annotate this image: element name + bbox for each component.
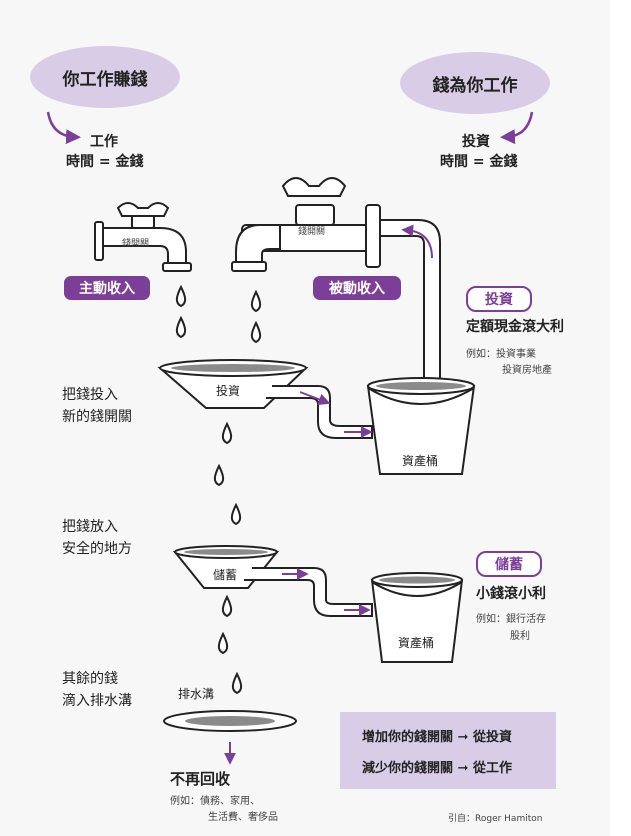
savings-side-label-1: 把錢放入 [62, 519, 118, 535]
passive-income-tag: 被動收入 [313, 276, 401, 300]
curved-arrow-right [500, 111, 534, 145]
invest-bucket-label: 資產桶 [402, 454, 439, 468]
invest-bucket [366, 377, 476, 475]
drops-right [250, 289, 262, 344]
return-pipe [379, 219, 441, 383]
drain-example-2: 生活費、奢侈品 [208, 812, 278, 823]
you-work-note-1: 工作 [90, 134, 118, 150]
invest-pipe-arrow-1 [299, 391, 331, 406]
summary-box: 增加你的錢開關 ➞ 從投資 減少你的錢開關 ➞ 從工作 [340, 712, 556, 789]
curved-arrow-left [46, 111, 81, 145]
drain-side-label-2: 滴入排水溝 [62, 693, 132, 709]
savings-tag: 儲蓄 [476, 551, 542, 577]
drops-middle [213, 421, 242, 526]
invest-bowl-label: 投資 [216, 384, 241, 398]
savings-bucket-label: 資產桶 [398, 636, 435, 650]
money-works-pill: 錢為你工作 [400, 52, 550, 114]
summary-line-1: 增加你的錢開關 ➞ 從投資 [362, 730, 512, 745]
savings-side-label-2: 安全的地方 [62, 541, 132, 557]
invest-headline: 定額現金滾大利 [466, 319, 564, 335]
diagram-drawing [46, 111, 534, 765]
money-works-note-2: 時間 = 金錢 [440, 154, 518, 170]
invest-example-1: 例如：投資事業 [466, 349, 536, 360]
source-credit: 引自：Roger Hamiton [448, 814, 543, 824]
invest-side-label-1: 把錢投入 [62, 387, 118, 403]
drain-label: 排水溝 [178, 687, 215, 701]
savings-bowl-label: 儲蓄 [213, 568, 238, 582]
drops-left [175, 284, 187, 339]
savings-pipe [244, 567, 373, 617]
faucet-left-label: 錢開關 [122, 239, 150, 249]
invest-side-label-2: 新的錢開關 [62, 409, 132, 425]
drain-example-1: 例如：債務、家用、 [170, 796, 260, 807]
savings-headline: 小錢滾小利 [476, 586, 546, 602]
active-income-tag: 主動收入 [64, 276, 150, 300]
summary-line-2: 減少你的錢開關 ➞ 從工作 [362, 761, 512, 776]
invest-example-2: 投資房地產 [502, 365, 552, 376]
savings-example-2: 股利 [510, 631, 530, 642]
money-works-note-1: 投資 [462, 134, 490, 150]
faucet-right [231, 177, 381, 272]
invest-tag: 投資 [466, 286, 532, 312]
invest-pipe [266, 385, 373, 439]
drops-lower [217, 594, 243, 695]
faucet-right-label: 錢開關 [298, 227, 326, 237]
faucet-left [94, 202, 192, 272]
return-pipe-arrow [401, 224, 433, 259]
you-work-note-2: 時間 = 金錢 [66, 154, 144, 170]
drain-grate [163, 710, 297, 732]
drain-headline: 不再回收 [170, 770, 231, 788]
diagram-page: 你工作賺錢 工作 時間 = 金錢 錢為你工作 投資 時間 = 金錢 錢開關 錢開… [30, 46, 564, 824]
drain-side-label-1: 其餘的錢 [62, 671, 118, 687]
savings-example-1: 例如：銀行活存 [476, 614, 546, 625]
savings-bucket [370, 572, 464, 663]
you-work-pill: 你工作賺錢 [30, 46, 180, 108]
